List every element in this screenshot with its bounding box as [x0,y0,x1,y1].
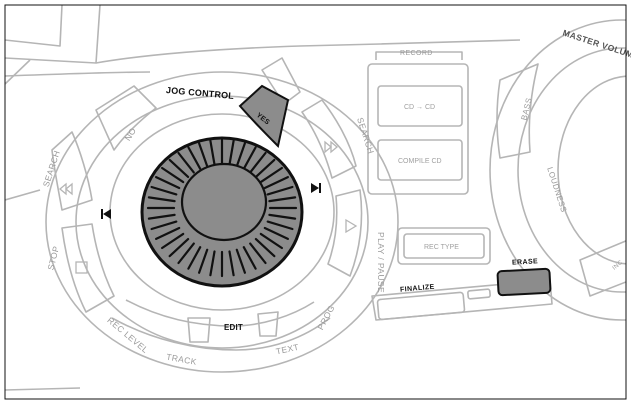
jog-dial-ridge [209,139,216,166]
panel-edge-bottom [5,387,81,391]
housing-top-edge-inner [5,5,101,64]
master-volume-outer [489,19,626,321]
jog-dial-ridge [147,213,176,220]
rec-type-label: REC TYPE [424,244,459,251]
jog-dial-ridge [263,176,289,190]
edit-strip-outer [111,317,331,351]
erase-label: ERASE [512,258,538,266]
record-bracket [375,51,463,60]
jog-dial-ridge [235,248,246,274]
play-pause-button[interactable] [327,189,363,277]
jog-dial-ridge [161,232,185,250]
compile-cd-label: COMPILE CD [398,158,442,165]
record-label: RECORD [400,50,433,57]
jog-dial-ridge [268,213,297,220]
rec-type-button[interactable] [403,233,485,259]
finalize-label: FINALIZE [400,284,435,294]
text-button[interactable] [257,311,279,337]
jog-dial-ridge [155,226,181,240]
search-right-icon [324,140,339,154]
search-right-label: SEARCH [355,116,376,155]
search-right-button[interactable] [301,99,357,179]
finalize-button[interactable] [376,291,466,321]
jog-dial-center [180,162,268,242]
compile-cd-button[interactable] [377,139,463,181]
jog-dial-ridge [242,146,257,170]
finalize-strip [371,279,553,321]
bass-button[interactable] [496,63,539,159]
loudness-label: LOUDNESS [545,166,568,214]
finalize-indicator [467,288,491,300]
rec-type-outer [397,227,491,265]
search-left-button[interactable] [51,131,93,211]
search-left-label: SEARCH [41,149,62,188]
jog-dial-ridge [228,139,235,166]
jog-dial-ridge [150,220,178,231]
housing-shelf [95,39,521,64]
jog-dial-ridge [249,242,267,265]
jog-dial-ridge [242,246,257,270]
jog-dial-ridge [161,166,185,184]
panel-edge-lower-left [5,189,41,201]
search-left-icon [58,182,73,196]
inc-button[interactable] [579,239,631,297]
stop-label: STOP [45,245,61,271]
jog-dial[interactable] [140,136,304,288]
master-volume-label: MASTER VOLUME [562,28,631,62]
jog-dial-ridge [268,196,297,203]
housing-shelf-lower [5,71,151,77]
yes-housing [261,57,301,105]
master-volume-ring [517,47,626,293]
edit-strip [125,299,315,327]
jog-dial-ridge [209,250,216,277]
no-button[interactable] [95,85,157,151]
jog-dial-ridge [254,238,276,258]
jog-dial-ridge [198,248,209,274]
play-pause-label: PLAY / PAUSE [376,232,386,293]
edit-label: EDIT [224,323,243,332]
jog-dial-ridge [147,196,176,203]
master-volume-knob[interactable] [557,75,631,265]
prev-icon [101,209,111,219]
frame-border [4,4,627,400]
jog-outer-ring-inner [75,95,369,349]
jog-dial-ridge [198,142,209,168]
yes-button[interactable] [238,84,290,149]
jog-dial-ridge [228,250,235,277]
jog-dial-ridge [259,166,283,184]
housing-top-edge [5,5,63,47]
jog-dial-ridge [150,185,178,196]
jog-dial-ridge [168,238,190,258]
track-button[interactable] [187,317,211,343]
play-icon [345,218,358,234]
text-label: TEXT [275,342,300,357]
erase-button[interactable] [496,267,552,297]
jog-dial-ridge [263,226,289,240]
jog-control-label: JOG CONTROL [166,85,235,101]
jog-dial-ridge [177,242,195,265]
jog-dial-ridge [187,146,202,170]
jog-dial-ridge [177,151,195,174]
jog-dial-ridge [259,232,283,250]
housing-diagonal [5,59,31,85]
jog-dial-ridge [235,142,246,168]
jog-dial-ridge [155,176,181,190]
jog-dial-ridge [254,158,276,178]
stop-button[interactable] [61,223,115,313]
jog-dial-ridge [187,246,202,270]
cd-to-cd-button[interactable] [377,85,463,127]
jog-dial-ridge [266,185,294,196]
next-icon [311,183,321,193]
jog-dial-ridge [249,151,267,174]
stop-icon [75,261,88,274]
jog-outer-ring [45,71,399,373]
cd-to-cd-label: CD → CD [404,104,435,111]
jog-dial-ridge [266,220,294,231]
jog-dial-ridge [168,158,190,178]
record-panel [367,63,469,195]
